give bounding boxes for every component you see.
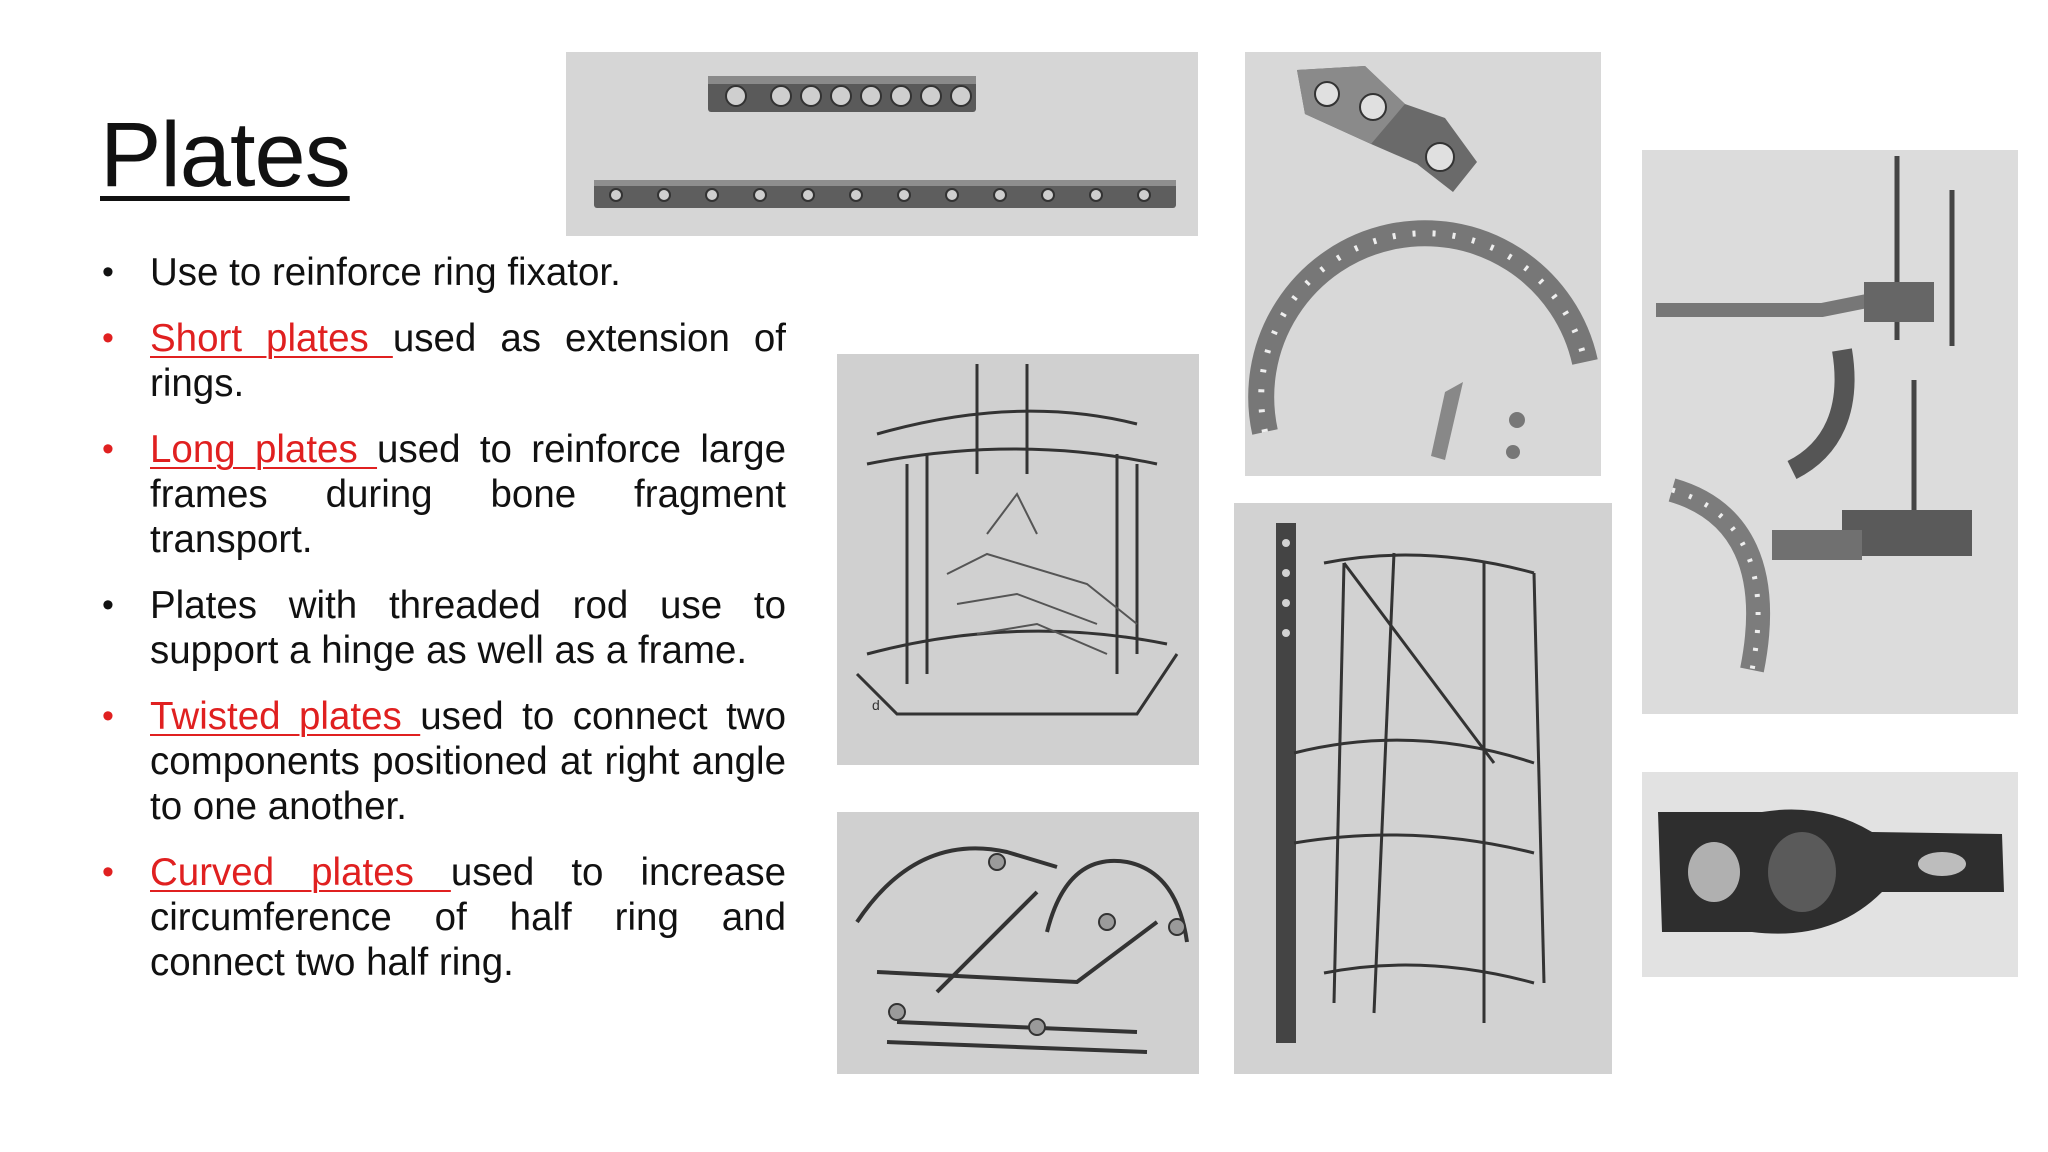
curved-plate-assembly-photo	[1642, 150, 2018, 714]
bullet-dot: •	[102, 253, 114, 291]
twisted-plate-closeup-photo	[1642, 772, 2018, 977]
bullet-text: used to reinforce large frames during bo…	[150, 428, 786, 561]
bullet-item: • Short plates used as extension of rings…	[100, 316, 786, 406]
bullet-term: Long plates	[150, 428, 378, 471]
half-ring-drawing	[837, 812, 1199, 1074]
bullet-item: • Use to reinforce ring fixator.	[100, 250, 786, 295]
bullet-term: Short plates	[150, 317, 393, 360]
bullet-text: used to connect two components positione…	[150, 695, 786, 828]
bullet-dot: •	[102, 697, 114, 735]
bullet-item: • Curved plates used to increase circumfe…	[100, 850, 786, 985]
twisted-curved-plates-photo	[1245, 52, 1601, 476]
bullet-dot: •	[102, 586, 114, 624]
bullet-term: Curved plates	[150, 851, 451, 894]
straight-plates-photo	[566, 52, 1198, 236]
bullet-dot: •	[102, 430, 114, 468]
bullet-text: used as extension of rings.	[150, 317, 786, 405]
bullet-text: used to increase circumference of half r…	[150, 851, 786, 984]
bullet-list: • Use to reinforce ring fixator. • Short p…	[100, 250, 786, 1006]
bullet-item: • Twisted plates used to connect two comp…	[100, 694, 786, 829]
slide-title: Plates	[100, 104, 351, 206]
bullet-text: Plates with threaded rod use to support …	[150, 584, 786, 672]
bullet-item: • Plates with threaded rod use to support…	[100, 583, 786, 673]
bullet-dot: •	[102, 319, 114, 357]
bullet-item: • Long plates used to reinforce large fra…	[100, 427, 786, 562]
bullet-text: Use to reinforce ring fixator.	[150, 251, 621, 294]
long-frame-drawing	[1234, 503, 1612, 1074]
figure-letter: d	[872, 697, 880, 713]
foot-frame-drawing: d	[837, 354, 1199, 765]
bullet-term: Twisted plates	[150, 695, 421, 738]
bullet-dot: •	[102, 853, 114, 891]
